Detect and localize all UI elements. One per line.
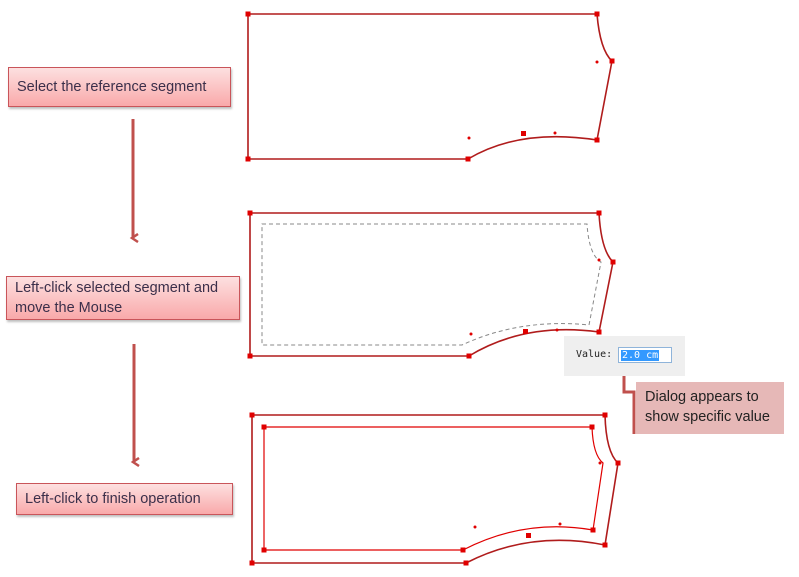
handles-2 <box>247 210 616 359</box>
value-label: Value: <box>576 349 613 360</box>
pattern-piece-original <box>247 13 613 160</box>
value-dialog: Value: 2.0 cm <box>564 336 685 376</box>
step-1-box: Select the reference segment <box>8 67 231 107</box>
callout-connector <box>622 372 636 434</box>
step-1-label: Select the reference segment <box>17 79 207 95</box>
value-input[interactable]: 2.0 cm <box>618 347 672 363</box>
dialog-callout: Dialog appears to show specific value <box>636 382 784 434</box>
step-2-label: Left-click selected segment and move the… <box>15 280 219 316</box>
pattern-piece-result <box>251 414 619 564</box>
step-3-label: Left-click to finish operation <box>25 491 201 507</box>
pattern-piece-moving <box>249 212 614 357</box>
handles-1 <box>245 11 615 162</box>
value-input-text: 2.0 cm <box>621 350 660 361</box>
step-3-box: Left-click to finish operation <box>16 483 233 515</box>
step-2-box: Left-click selected segment and move the… <box>6 276 240 320</box>
handles-3 <box>249 412 621 566</box>
